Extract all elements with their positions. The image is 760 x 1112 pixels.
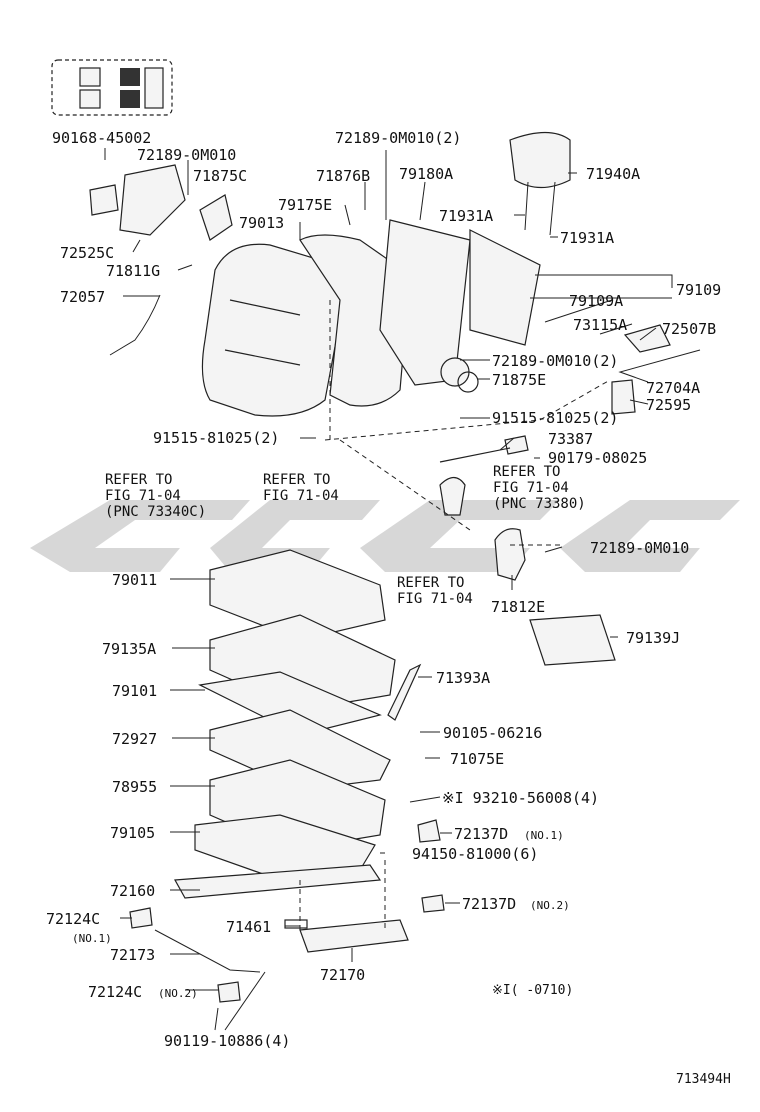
label-72137d-no1-note: (NO.1) bbox=[524, 829, 564, 842]
svg-text:REFER TO: REFER TO bbox=[105, 472, 172, 488]
label-72137d-no1: 72137D bbox=[454, 825, 508, 843]
label-72189-0m010-single: 72189-0M010 bbox=[590, 539, 689, 557]
label-72057: 72057 bbox=[60, 288, 105, 306]
label-72189-0m010-2: 72189-0M010(2) bbox=[335, 129, 461, 147]
label-72704a: 72704A bbox=[646, 379, 700, 397]
svg-text:REFER TO: REFER TO bbox=[493, 464, 560, 480]
label-94150-81000: 94150-81000(6) bbox=[412, 845, 538, 863]
label-71875e: 71875E bbox=[492, 371, 546, 389]
label-79101: 79101 bbox=[112, 682, 157, 700]
label-72160: 72160 bbox=[110, 882, 155, 900]
label-79011: 79011 bbox=[112, 571, 157, 589]
label-72525c: 72525C bbox=[60, 244, 114, 262]
assembly-dashed-lines bbox=[299, 300, 611, 930]
label-90168-45002: 90168-45002 bbox=[52, 129, 151, 147]
label-71931a-2: 71931A bbox=[560, 229, 614, 247]
label-79180a: 79180A bbox=[399, 165, 453, 183]
seatback-assembly bbox=[89, 131, 671, 581]
label-93210-56008: ※I 93210-56008(4) bbox=[442, 789, 599, 807]
label-79105: 79105 bbox=[110, 824, 155, 842]
svg-text:FIG 71-04: FIG 71-04 bbox=[263, 488, 339, 504]
label-72595: 72595 bbox=[646, 396, 691, 414]
footnote: ※I( -0710) bbox=[492, 983, 573, 998]
label-71461: 71461 bbox=[226, 918, 271, 936]
label-72170: 72170 bbox=[320, 966, 365, 984]
reference-note-73340c: REFER TO FIG 71-04 (PNC 73340C) bbox=[105, 472, 206, 520]
label-71075e: 71075E bbox=[450, 750, 504, 768]
reference-note-73380: REFER TO FIG 71-04 (PNC 73380) bbox=[493, 464, 586, 512]
svg-text:FIG 71-04: FIG 71-04 bbox=[397, 591, 473, 607]
label-91515-81025-left: 91515-81025(2) bbox=[153, 429, 279, 447]
label-79109: 79109 bbox=[676, 281, 721, 299]
label-72189-0m010-top: 72189-0M010 bbox=[137, 146, 236, 164]
label-90105-06216: 90105-06216 bbox=[443, 724, 542, 742]
label-79175e: 79175E bbox=[278, 196, 332, 214]
label-79135a: 79135A bbox=[102, 640, 156, 658]
leader-lines bbox=[104, 148, 701, 1031]
label-90179-08025: 90179-08025 bbox=[548, 449, 647, 467]
label-72137d-no2: 72137D bbox=[462, 895, 516, 913]
label-73115a: 73115A bbox=[573, 316, 627, 334]
label-71940a: 71940A bbox=[586, 165, 640, 183]
label-79139j: 79139J bbox=[626, 629, 680, 647]
label-71876b: 71876B bbox=[316, 167, 370, 185]
vehicle-location-icon bbox=[51, 59, 173, 116]
figure-code: 713494H bbox=[676, 1072, 731, 1087]
label-72137d-no2-note: (NO.2) bbox=[530, 899, 570, 912]
svg-text:(PNC 73340C): (PNC 73340C) bbox=[105, 504, 206, 520]
label-79109a: 79109A bbox=[569, 292, 623, 310]
label-72124c-no2: 72124C bbox=[88, 983, 142, 1001]
seat-cushion-assembly bbox=[129, 549, 616, 1003]
svg-text:REFER TO: REFER TO bbox=[263, 472, 330, 488]
svg-text:FIG 71-04: FIG 71-04 bbox=[493, 480, 569, 496]
label-72927: 72927 bbox=[112, 730, 157, 748]
label-78955: 78955 bbox=[112, 778, 157, 796]
label-72507b: 72507B bbox=[662, 320, 716, 338]
label-71812e: 71812E bbox=[491, 598, 545, 616]
label-71875c: 71875C bbox=[193, 167, 247, 185]
label-72189-0m010-2b: 72189-0M010(2) bbox=[492, 352, 618, 370]
label-72173: 72173 bbox=[110, 946, 155, 964]
label-72124c-no1-note: (NO.1) bbox=[72, 932, 112, 945]
label-71393a: 71393A bbox=[436, 669, 490, 687]
label-73387: 73387 bbox=[548, 430, 593, 448]
label-91515-81025-right: 91515-81025(2) bbox=[492, 409, 618, 427]
svg-text:FIG 71-04: FIG 71-04 bbox=[105, 488, 181, 504]
label-79013: 79013 bbox=[239, 214, 284, 232]
label-72124c-no1: 72124C bbox=[46, 910, 100, 928]
reference-note-fig-71-04-a: REFER TO FIG 71-04 bbox=[263, 472, 339, 504]
svg-text:(PNC 73380): (PNC 73380) bbox=[493, 496, 586, 512]
reference-note-fig-71-04-b: REFER TO FIG 71-04 bbox=[397, 575, 473, 607]
label-71811g: 71811G bbox=[106, 262, 160, 280]
label-72124c-no2-note: (NO.2) bbox=[158, 987, 198, 1000]
label-90119-10886: 90119-10886(4) bbox=[164, 1032, 290, 1050]
label-71931a-1: 71931A bbox=[439, 207, 493, 225]
svg-text:REFER TO: REFER TO bbox=[397, 575, 464, 591]
